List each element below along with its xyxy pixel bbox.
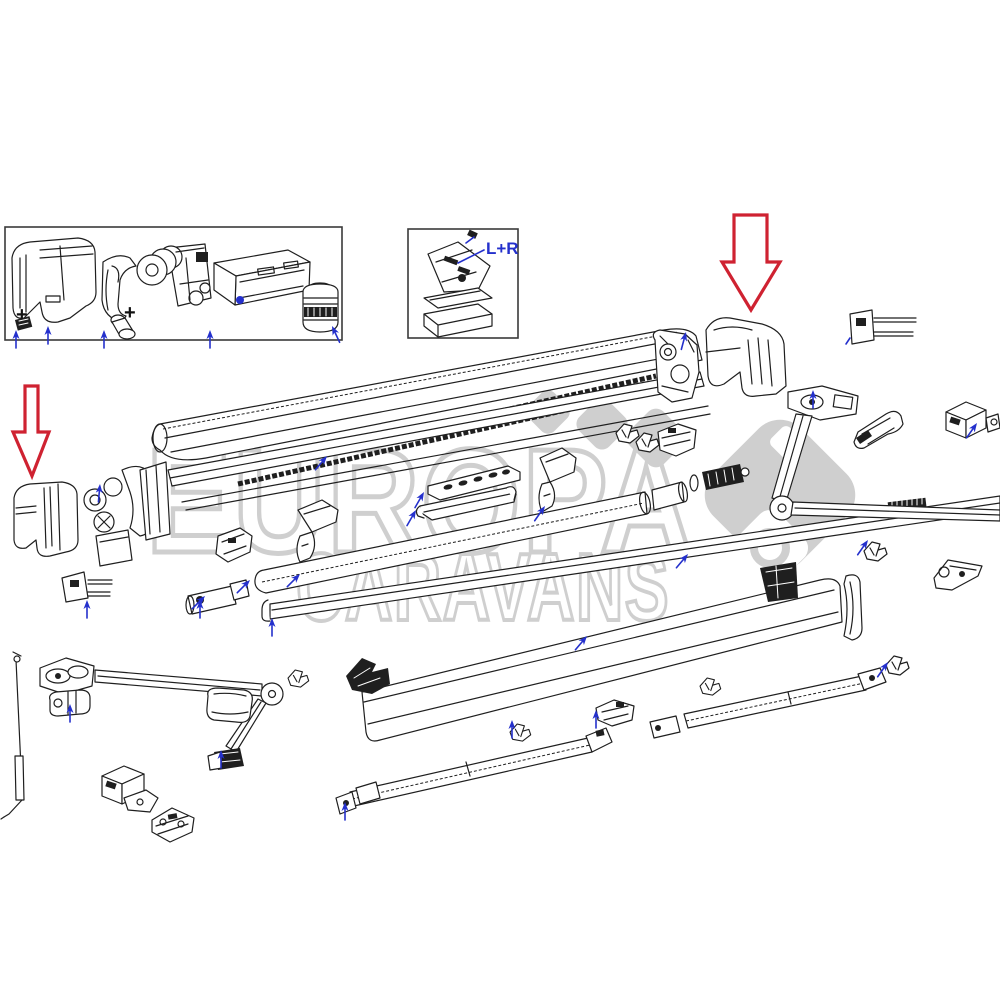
small-roller-part [110,314,136,340]
motor-assembly-part [136,243,212,307]
cylinder-part-right [853,410,904,449]
panel-end-cap [843,574,863,641]
block-bracket-right [945,401,1000,439]
slotted-mounting-bar [415,465,521,521]
right-end-cap-cover [705,317,787,397]
mounting-bracket-2 [296,499,339,563]
lr-leader-line [457,249,485,264]
clip-part [885,655,910,676]
blue-arrow-marker [11,329,21,349]
fork-prong-part-right [845,309,917,345]
rafter-tube-right [649,667,887,739]
plus-sign-1: + [16,304,28,326]
rafter-coupler [649,715,681,739]
clip-part [699,677,722,696]
right-spring-arm [769,385,1000,522]
case-top-profile [151,328,703,461]
dark-corner-bracket [346,658,390,694]
left-end-cap [13,481,79,557]
blue-arrow-marker [205,329,215,349]
rafter-end-fork [335,781,381,815]
mounting-bracket-1 [215,527,253,563]
panel-end-bracket [760,562,798,602]
lr-spacer-block-part [423,303,493,338]
tube-motor-unit [185,579,250,615]
red-highlight-arrow-left [10,384,52,481]
control-box-part [213,249,311,306]
lr-bracket-part [427,229,491,293]
fork-prong-part-left [61,571,113,603]
roller-coupler [702,464,750,490]
small-cylinder-part [49,689,91,717]
rafter-bracket-cluster [595,699,635,727]
parts-box-frame [4,226,343,341]
spacer-ring [689,474,699,492]
arm-elbow-joint [260,682,284,706]
rafter-head [585,727,613,753]
wall-bracket-block [101,765,159,813]
crank-rod [0,651,25,820]
lead-rail [261,495,1000,622]
end-cap-housing-part [11,237,97,331]
clip-part-right-long [933,559,983,591]
left-gear-assembly [83,461,171,567]
lr-parts-box: L+R [407,228,519,339]
roller-end-piece [651,481,689,511]
adapter-cylinder-part [302,282,339,333]
roller-end-cover [206,687,253,723]
bracket-below-gearbox [657,423,697,457]
lr-spacer-tray-part [423,287,493,309]
lr-label: L+R [486,239,519,258]
blue-arrow-marker [99,329,109,349]
arm-elbow-joint [769,495,795,521]
rafter-tube-middle [335,727,613,815]
small-chip-part [14,316,33,331]
foot-bracket [151,807,195,843]
plus-sign-2: + [124,302,136,324]
lr-box-frame [407,228,519,339]
arm-foot [207,748,244,771]
front-cover-panel [361,562,863,742]
clip-part [863,541,888,562]
clip-part [287,669,310,688]
red-highlight-arrow-right [719,213,783,314]
right-gearbox [652,329,700,403]
spare-parts-box: + + [4,226,344,349]
clamp-bracket-part [101,255,137,340]
case-back-profile [167,371,711,511]
blue-arrow-marker [43,325,53,345]
blue-dot-marker [236,296,244,304]
